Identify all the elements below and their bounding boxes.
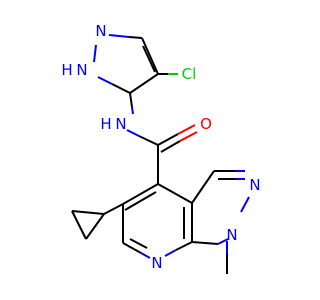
bond [97, 76, 113, 85]
bond [179, 131, 198, 142]
amide-nh-h-label: H [100, 115, 111, 133]
bond [191, 170, 215, 204]
chloro-label: Cl [182, 65, 197, 83]
ring-n-right-label: N [249, 176, 260, 194]
bond [191, 241, 219, 245]
ring-n-pyridine-label: N [151, 254, 162, 272]
molecule-structure: N H N Cl H N O N N N [61, 22, 261, 274]
bond [71, 210, 105, 215]
bond [157, 133, 179, 146]
amide-n-label: N [115, 115, 126, 133]
bond [71, 210, 87, 240]
bond [122, 242, 142, 254]
bond [177, 124, 196, 135]
carbonyl-o-label: O [200, 115, 212, 133]
pyrazole-nh-h-label: H [61, 61, 72, 79]
bond [108, 34, 130, 38]
bond [129, 92, 133, 108]
bond [140, 252, 151, 259]
pyrazole-n2-label: N [95, 22, 106, 40]
bond [160, 140, 181, 153]
bond [142, 45, 156, 73]
bond [93, 44, 97, 63]
bond [131, 106, 134, 115]
bond [129, 238, 148, 249]
bond [217, 238, 229, 245]
bond [128, 36, 143, 39]
bond [175, 241, 193, 251]
bond [138, 135, 159, 146]
bond [240, 196, 250, 213]
bond [141, 37, 159, 75]
ring-n-bottom-label: N [226, 226, 237, 244]
pyrazole-n1-label: N [76, 61, 87, 79]
bond [157, 183, 193, 204]
bond [129, 73, 159, 94]
bond [164, 249, 177, 257]
bond [126, 129, 140, 137]
bond [111, 83, 131, 94]
bond [85, 213, 105, 240]
bond [122, 183, 159, 205]
bond [124, 191, 157, 211]
bond [103, 203, 124, 215]
